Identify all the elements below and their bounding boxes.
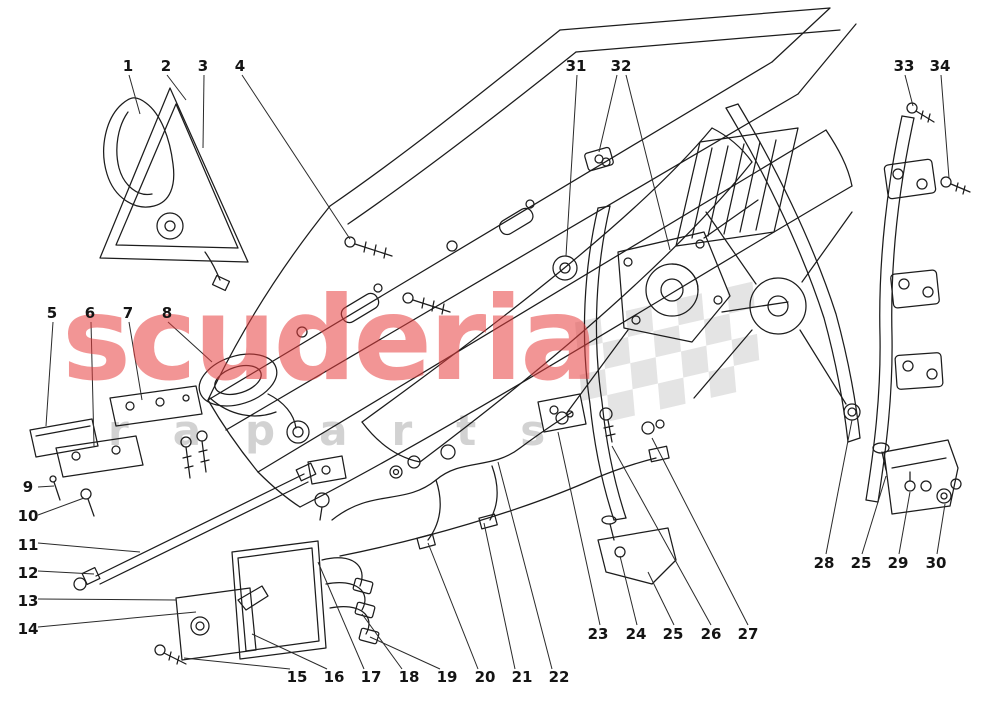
leader-line (483, 522, 516, 670)
door-panel (207, 7, 857, 508)
leader-line (166, 74, 187, 101)
leader-line (904, 74, 914, 107)
leader-line (251, 633, 328, 670)
leader-line (557, 431, 601, 626)
leader-line (128, 321, 143, 401)
leader-line (565, 74, 578, 257)
leader-line (361, 613, 403, 670)
door-lock-actuator (154, 585, 269, 665)
leader-line (898, 491, 911, 555)
leader-line (37, 611, 197, 628)
window-regulator (555, 199, 861, 425)
bowden-cable (73, 455, 347, 591)
mounting-plates (29, 385, 210, 517)
leader-line (45, 321, 54, 427)
leader-line (37, 542, 141, 553)
leader-line (619, 555, 638, 626)
leader-line (651, 437, 749, 626)
horn-speaker (198, 353, 310, 444)
leader-line (936, 503, 946, 555)
glass-guide-rails (583, 103, 861, 521)
leader-line (202, 74, 205, 149)
leader-line (37, 485, 55, 488)
leader-line (128, 74, 141, 115)
fastener-screws (344, 146, 614, 315)
wiring-harness (331, 411, 670, 557)
leader-line (37, 497, 85, 516)
glass-brackets (537, 393, 677, 585)
leader-line (90, 321, 95, 447)
leader-line (37, 598, 177, 601)
leader-line (625, 74, 671, 251)
leader-line (167, 321, 213, 363)
leader-line (861, 475, 887, 555)
leader-line (825, 419, 853, 555)
leader-line (183, 657, 291, 670)
mirror-assembly (99, 87, 249, 292)
leader-line (317, 561, 365, 670)
leader-line (598, 74, 618, 153)
leader-line (427, 542, 479, 670)
door-glass (361, 127, 753, 463)
leader-line (37, 570, 95, 575)
leader-line (940, 74, 950, 179)
leader-line (647, 571, 675, 626)
leader-line (369, 636, 441, 670)
leader-lines-layer (37, 74, 950, 670)
right-rail-assembly (865, 102, 971, 515)
leader-line (611, 445, 712, 626)
leader-line (241, 74, 351, 240)
control-unit (231, 540, 380, 660)
leader-line (497, 461, 553, 670)
